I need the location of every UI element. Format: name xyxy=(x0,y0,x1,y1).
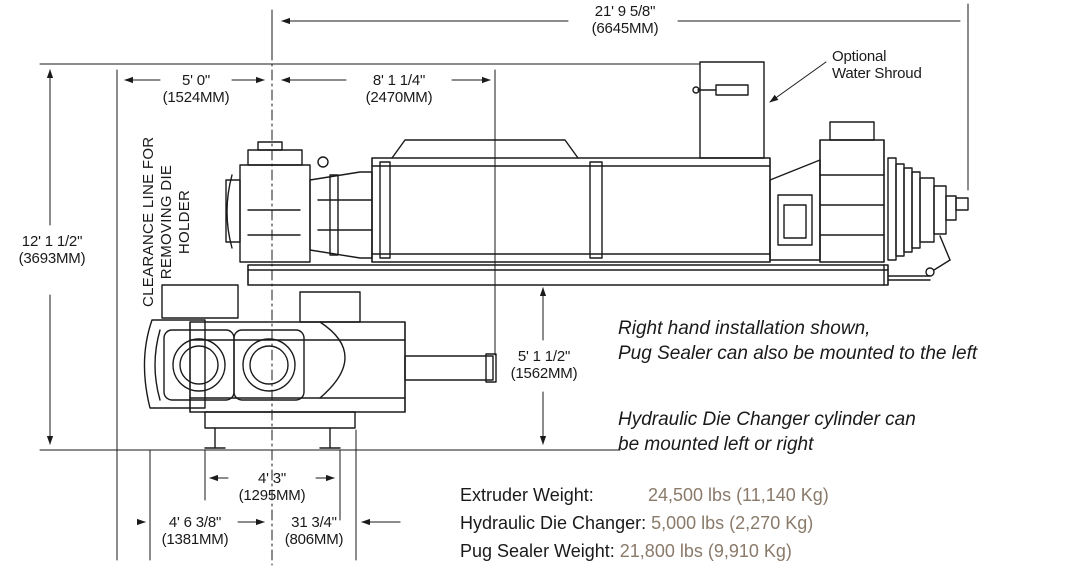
die-height-metric: (1562MM) xyxy=(510,365,578,382)
feet-spacing-metric: (1295MM) xyxy=(238,487,306,504)
overall-height-dimension: 12' 1 1/2" (3693MM) xyxy=(6,233,98,267)
clearance-metric: (1524MM) xyxy=(162,89,230,106)
overall-length-imperial: 21' 9 5/8" xyxy=(594,3,656,20)
right-offset-imperial: 31 3/4" xyxy=(291,514,337,531)
die-changer-note-line-2: be mounted left or right xyxy=(618,434,814,455)
extruder-weight-value: 24,500 lbs (11,140 Kg) xyxy=(648,485,829,505)
feet-spacing-dimension: 4' 3" (1295MM) xyxy=(226,470,318,504)
overall-length-metric: (6645MM) xyxy=(591,20,659,37)
centerline-to-frame-imperial: 8' 1 1/4" xyxy=(372,72,426,89)
die-changer-weight-value: 5,000 lbs (2,270 Kg) xyxy=(651,513,814,533)
clearance-line-label: CLEARANCE LINE FOR REMOVING DIE HOLDER xyxy=(140,137,200,307)
extension-lines xyxy=(39,3,969,561)
clearance-line-3: HOLDER xyxy=(176,189,193,255)
right-offset-dimension: 31 3/4" (806MM) xyxy=(272,514,356,548)
pug-sealer-weight-label: Pug Sealer Weight: xyxy=(460,541,615,561)
water-shroud-label: Optional Water Shroud xyxy=(832,48,922,82)
centerline-to-frame-metric: (2470MM) xyxy=(365,89,433,106)
clearance-line-2: REMOVING DIE xyxy=(158,164,175,280)
water-shroud-leader xyxy=(769,61,827,103)
clearance-dimension: 5' 0" (1524MM) xyxy=(146,72,246,106)
extruder-weight-row: Extruder Weight: 24,500 lbs (11,140 Kg) xyxy=(460,483,829,507)
installation-note-line-1: Right hand installation shown, xyxy=(618,318,871,339)
pug-sealer-weight-value: 21,800 lbs (9,910 Kg) xyxy=(619,541,792,561)
dimension-lines xyxy=(46,17,961,526)
installation-note-line-2: Pug Sealer can also be mounted to the le… xyxy=(618,343,978,364)
right-offset-metric: (806MM) xyxy=(284,531,344,548)
water-shroud-line-2: Water Shroud xyxy=(832,65,922,82)
die-height-dimension: 5' 1 1/2" (1562MM) xyxy=(500,348,588,382)
overall-length-dimension: 21' 9 5/8" (6645MM) xyxy=(570,3,680,37)
pug-sealer-weight-row: Pug Sealer Weight: 21,800 lbs (9,910 Kg) xyxy=(460,539,792,563)
die-changer-weight-label: Hydraulic Die Changer: xyxy=(460,513,647,533)
installation-note: Right hand installation shown, Pug Seale… xyxy=(618,316,977,366)
left-offset-imperial: 4' 6 3/8" xyxy=(168,514,222,531)
overall-height-metric: (3693MM) xyxy=(18,250,86,267)
left-offset-metric: (1381MM) xyxy=(161,531,229,548)
die-changer-weight-row: Hydraulic Die Changer: 5,000 lbs (2,270 … xyxy=(460,511,813,535)
die-changer-note-line-1: Hydraulic Die Changer cylinder can xyxy=(618,409,916,430)
overall-height-imperial: 12' 1 1/2" xyxy=(21,233,83,250)
die-height-imperial: 5' 1 1/2" xyxy=(517,348,571,365)
water-shroud-line-1: Optional xyxy=(832,48,887,65)
left-offset-dimension: 4' 6 3/8" (1381MM) xyxy=(152,514,238,548)
clearance-imperial: 5' 0" xyxy=(181,72,211,89)
centerline-to-frame-dimension: 8' 1 1/4" (2470MM) xyxy=(346,72,452,106)
feet-spacing-imperial: 4' 3" xyxy=(257,470,287,487)
clearance-line-1: CLEARANCE LINE FOR xyxy=(140,136,157,307)
die-changer-note: Hydraulic Die Changer cylinder can be mo… xyxy=(618,407,916,457)
extruder-machine xyxy=(143,61,969,449)
extruder-weight-label: Extruder Weight: xyxy=(460,485,594,505)
